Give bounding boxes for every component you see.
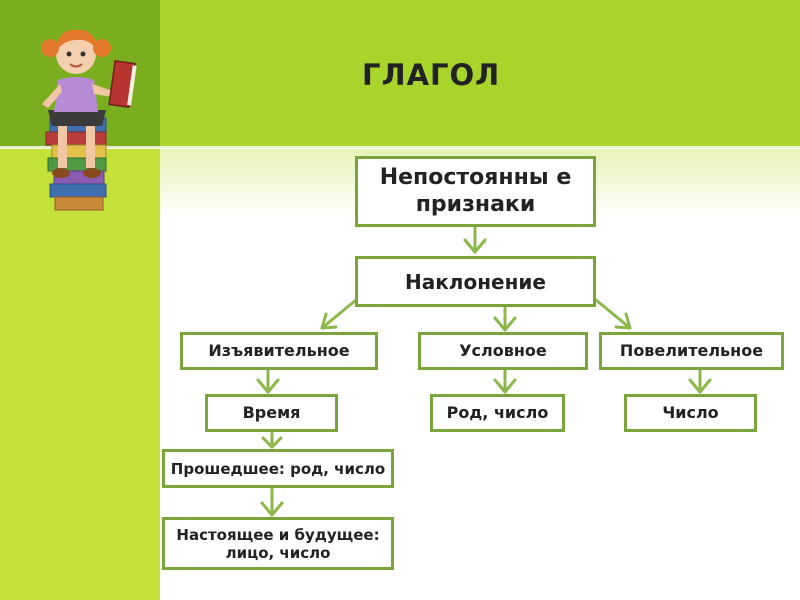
page-title: ГЛАГОЛ: [362, 58, 501, 92]
node-nonpermanent-features: Непостоянны е признаки: [355, 156, 596, 227]
side-panel: [0, 148, 160, 600]
arrow-mood-to-indicative: [320, 298, 358, 330]
node-mood: Наклонение: [355, 256, 596, 307]
node-present-future-tense: Настоящее и будущее: лицо, число: [162, 517, 394, 570]
arrow-mood-to-imperative: [594, 298, 632, 330]
girl-on-books-icon: [41, 29, 137, 211]
header-divider: [0, 146, 800, 149]
header-band: [160, 0, 800, 148]
node-number: Число: [624, 394, 757, 432]
node-past-tense: Прошедшее: род, число: [162, 449, 394, 488]
node-tense: Время: [205, 394, 338, 432]
node-conditional: Условное: [418, 332, 588, 370]
node-indicative: Изъявительное: [180, 332, 378, 370]
node-imperative: Повелительное: [599, 332, 784, 370]
node-gender-number: Род, число: [430, 394, 565, 432]
